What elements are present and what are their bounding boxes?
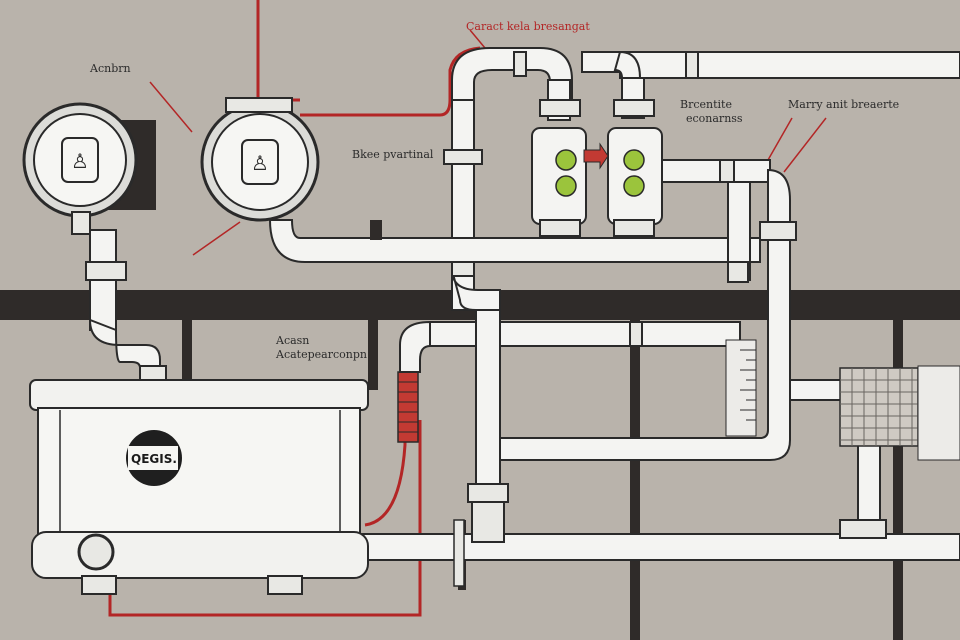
gauge-neck [225,97,293,113]
tank-body [37,407,361,537]
leader-line [767,117,793,161]
label-gauge-mid: Bkee pvartinal [352,148,434,161]
check-valve-icon [583,142,609,170]
leader-line [783,117,827,173]
label-top-left: Acnbrn [89,62,131,75]
pipe-right-horizontal [659,159,771,183]
gauge-face [33,113,127,207]
label-mid-left-b: Acatepearconpn [275,348,367,361]
post [893,320,903,640]
gauge-stem [71,211,91,235]
pipe-main-horizontal [268,219,761,263]
post [630,320,640,640]
small-bracket [370,220,382,240]
red-line [364,380,407,527]
tank-foot [267,575,303,595]
indicator-light [555,175,577,197]
scale-ruler [725,339,757,437]
tank-badge-label: QEGIS. [131,452,177,466]
gauge-icon-frame [61,137,99,183]
pressure-gauge-icon: ♙ [71,149,89,173]
valve-right [607,127,663,237]
wall-panel [917,365,960,461]
valve-cap [539,219,581,237]
gauge-icon-frame [241,139,279,185]
pipe-fittings [85,51,887,543]
label-right-2: Marry anit breaerte [788,98,899,111]
label-right-1b: econarnss [686,112,743,125]
valve-left [531,127,587,237]
tank-port [77,533,115,571]
gauge-left: ♙ [22,102,156,235]
coil-ribs [398,381,418,433]
tank-foot [81,575,117,595]
leader-line [149,81,193,133]
pipe-right-loop [499,168,791,461]
post [182,320,192,380]
tank-lid [29,379,369,411]
label-right-1: Brcentite [680,98,732,111]
post [368,320,378,390]
indicator-light [555,149,577,171]
valve-body [531,127,587,225]
drain-rod [453,519,465,587]
label-top-center: Caract kela bresangat [466,20,590,33]
indicator-light [623,175,645,197]
red-line [300,46,481,117]
gauge-right: ♙ [200,97,320,222]
gauge-face [211,113,309,211]
tank-base [31,531,369,579]
label-mid-left: Acasn [275,334,309,347]
indicator-light [623,149,645,171]
pipe-elbow-lower-left [399,320,431,373]
water-tank: QEGIS. [29,379,369,595]
leader-line [469,29,486,49]
leader-line [192,221,241,256]
pressure-gauge-icon: ♙ [251,151,269,175]
red-line [108,420,422,617]
valve-cap [613,219,655,237]
filter-mesh [839,365,960,461]
pipe-top-right [619,51,960,79]
pipe-elbow-central [451,269,501,311]
